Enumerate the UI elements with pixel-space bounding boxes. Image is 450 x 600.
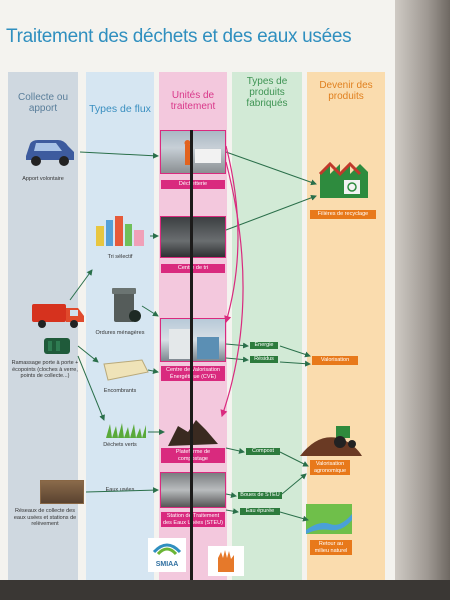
mattress-icon [103, 359, 149, 381]
recyclables-icon [96, 216, 144, 246]
box-agronomique: Valorisation agronomique [310, 460, 350, 475]
box-valorisation: Valorisation [312, 356, 358, 365]
photo-decheterie [160, 130, 226, 174]
column-devenir [307, 72, 385, 580]
header-produits: Types de produits fabriqués [246, 76, 288, 109]
box-residus: Résidus [250, 356, 278, 363]
compost-heap-icon [168, 420, 218, 446]
tractor-field-icon [300, 426, 362, 456]
box-plateforme: Plateforme de compostage [161, 448, 225, 463]
header-collecte: Collecte ou apport [17, 92, 69, 114]
photo-sewer [40, 480, 84, 504]
box-compost: Compost [246, 448, 280, 455]
label-ramassage: Ramassage porte à porte + écopoints (clo… [11, 360, 79, 379]
box-eau-epuree: Eau épurée [240, 508, 280, 515]
waste-bin-icon [112, 288, 141, 322]
grass-icon [106, 423, 146, 438]
column-flux [86, 72, 154, 580]
box-recyclage: Filières de recyclage [310, 210, 376, 219]
river-landscape-icon [306, 504, 352, 534]
label-om: Ordures ménagères [95, 330, 145, 336]
photo-cve [160, 318, 226, 362]
header-devenir: Devenir des produits [319, 80, 373, 102]
smiaa-logo: SMIAA [148, 538, 186, 572]
glass-container-icon [44, 338, 70, 354]
box-retour: Retour au milieu naturel [310, 540, 352, 555]
label-eaux: Eaux usées [105, 487, 135, 493]
label-verts: Déchets verts [103, 442, 137, 448]
car-icon [26, 140, 74, 166]
background-wall [395, 0, 450, 600]
label-apport: Apport volontaire [22, 176, 64, 182]
floor [0, 580, 450, 600]
header-flux: Types de flux [89, 103, 151, 115]
flow-arrows [69, 145, 317, 522]
label-tri: Tri sélectif [107, 254, 133, 260]
garbage-truck-icon [32, 304, 84, 328]
header-unites: Unités de traitement [170, 90, 216, 112]
poster-title: Traitement des déchets et des eaux usées [6, 26, 352, 47]
box-energie: Énergie [250, 342, 278, 349]
photo-steu [160, 472, 226, 508]
poster: Traitement des déchets et des eaux usées… [0, 0, 395, 600]
photo-centre-tri [160, 216, 226, 258]
hand-logo-icon [208, 546, 244, 576]
smiaa-logo-text: SMIAA [155, 561, 179, 568]
label-encombrants: Encombrants [103, 388, 137, 394]
display-pole [190, 130, 193, 600]
recycling-factory-icon [318, 161, 368, 198]
box-boues: Boues de STEU [238, 492, 282, 499]
label-reseaux: Réseaux de collecte des eaux usées et st… [13, 508, 77, 527]
